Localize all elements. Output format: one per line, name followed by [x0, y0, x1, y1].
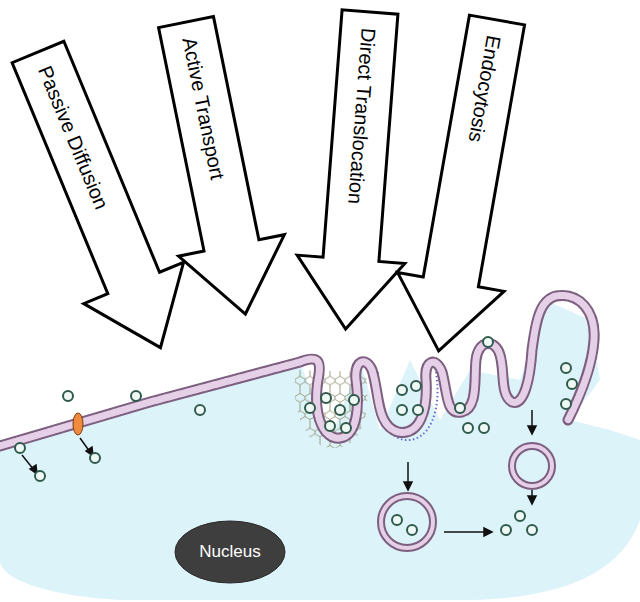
- route-label: Direct Translocation: [344, 27, 380, 205]
- route-arrow: Endocytosis: [383, 10, 552, 362]
- cell-membrane: [0, 295, 594, 446]
- route-label: Passive Diffusion: [33, 62, 113, 212]
- arrow-label-box: Direct Translocation: [324, 26, 397, 254]
- route-label: Endocytosis: [464, 34, 505, 144]
- vesicle: [381, 446, 552, 548]
- arrow-outline: [383, 10, 552, 362]
- particle: [15, 337, 577, 535]
- arrow-label-box: Endocytosis: [425, 31, 522, 279]
- nucleus: Nucleus: [174, 520, 286, 584]
- arrow-label-box: Active Transport: [162, 32, 258, 243]
- channel-protein: [73, 413, 83, 435]
- arrow-label-box: Passive Diffusion: [18, 56, 156, 286]
- nucleus-label: Nucleus: [199, 542, 260, 562]
- cytoplasm: [0, 300, 640, 600]
- route-label: Active Transport: [178, 35, 229, 181]
- flow-arrow: [22, 410, 536, 536]
